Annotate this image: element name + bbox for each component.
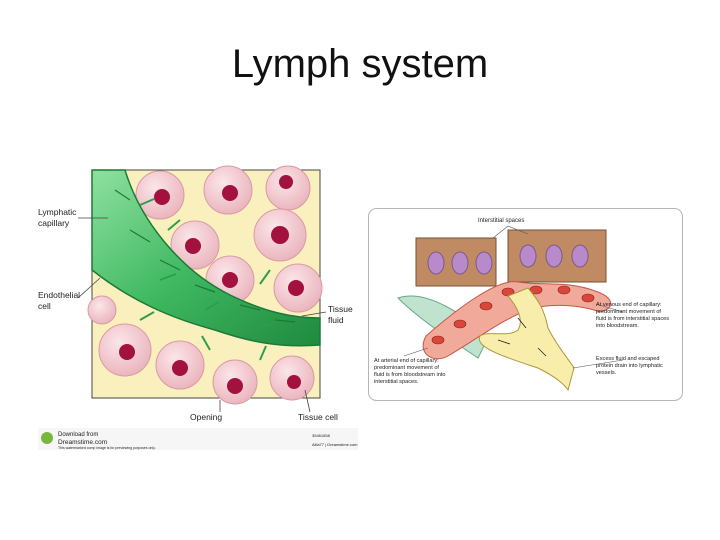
label-endothelial-cell: Endothelial cell — [38, 290, 82, 311]
tissue-cell — [87, 295, 117, 325]
tissue-cell — [273, 263, 323, 313]
lymphatic-capillary-diagram: Lymphatic capillary Endothelial cell Tis… — [38, 165, 358, 450]
footer-download-from: Download from — [58, 432, 98, 438]
tissue-cell — [265, 165, 311, 211]
slide-title: Lymph system — [231, 42, 489, 86]
leader-lines — [403, 225, 624, 369]
tissue-cell — [269, 355, 315, 401]
tissue-cell-block — [415, 229, 607, 287]
fluid-flow-arrows — [139, 198, 271, 361]
label-arterial-end: At arterial end of capillary: predominan… — [374, 358, 447, 385]
footer-site: Dreamstime.com — [58, 439, 107, 446]
tissue-cell — [98, 323, 152, 377]
tissue-cell — [203, 165, 253, 215]
tissue-cell — [135, 170, 185, 220]
label-excess-fluid: Excess fluid and escaped protein drain i… — [596, 356, 664, 376]
label-interstitial-spaces: Interstitial spaces — [478, 218, 524, 224]
dreamstime-logo-icon — [41, 432, 53, 444]
label-venous-end: At venous end of capillary: predominant … — [596, 302, 671, 329]
lymphatic-capillary-vessel — [91, 169, 321, 347]
tissue-cell — [253, 208, 307, 262]
endothelial-cell-seams — [114, 189, 296, 323]
footer-fine-print: This watermarked comp image is for previ… — [58, 446, 156, 450]
tissue-cell — [170, 220, 220, 270]
footer-id-2: Alila77 | Dreamstime.com — [312, 442, 358, 447]
drainage-arrows — [497, 317, 547, 357]
footer-id-1: 35461658 — [312, 433, 331, 438]
lymphatic-vessel — [478, 287, 575, 392]
label-opening: Opening — [190, 412, 222, 422]
blood-capillary — [422, 281, 612, 360]
tissue-cell — [212, 359, 258, 405]
leader-lines — [77, 217, 327, 413]
red-blood-cells — [431, 285, 595, 345]
capillary-lymph-drainage-diagram: Interstitial spaces At venous end of cap… — [368, 208, 683, 401]
dreamstime-footer: Download from Dreamstime.com This waterm… — [38, 428, 358, 450]
label-tissue-cell: Tissue cell — [298, 412, 338, 422]
tissue-cell — [155, 340, 205, 390]
label-lymphatic-capillary: Lymphatic capillary — [38, 207, 79, 228]
label-tissue-fluid: Tissue fluid — [328, 304, 355, 325]
